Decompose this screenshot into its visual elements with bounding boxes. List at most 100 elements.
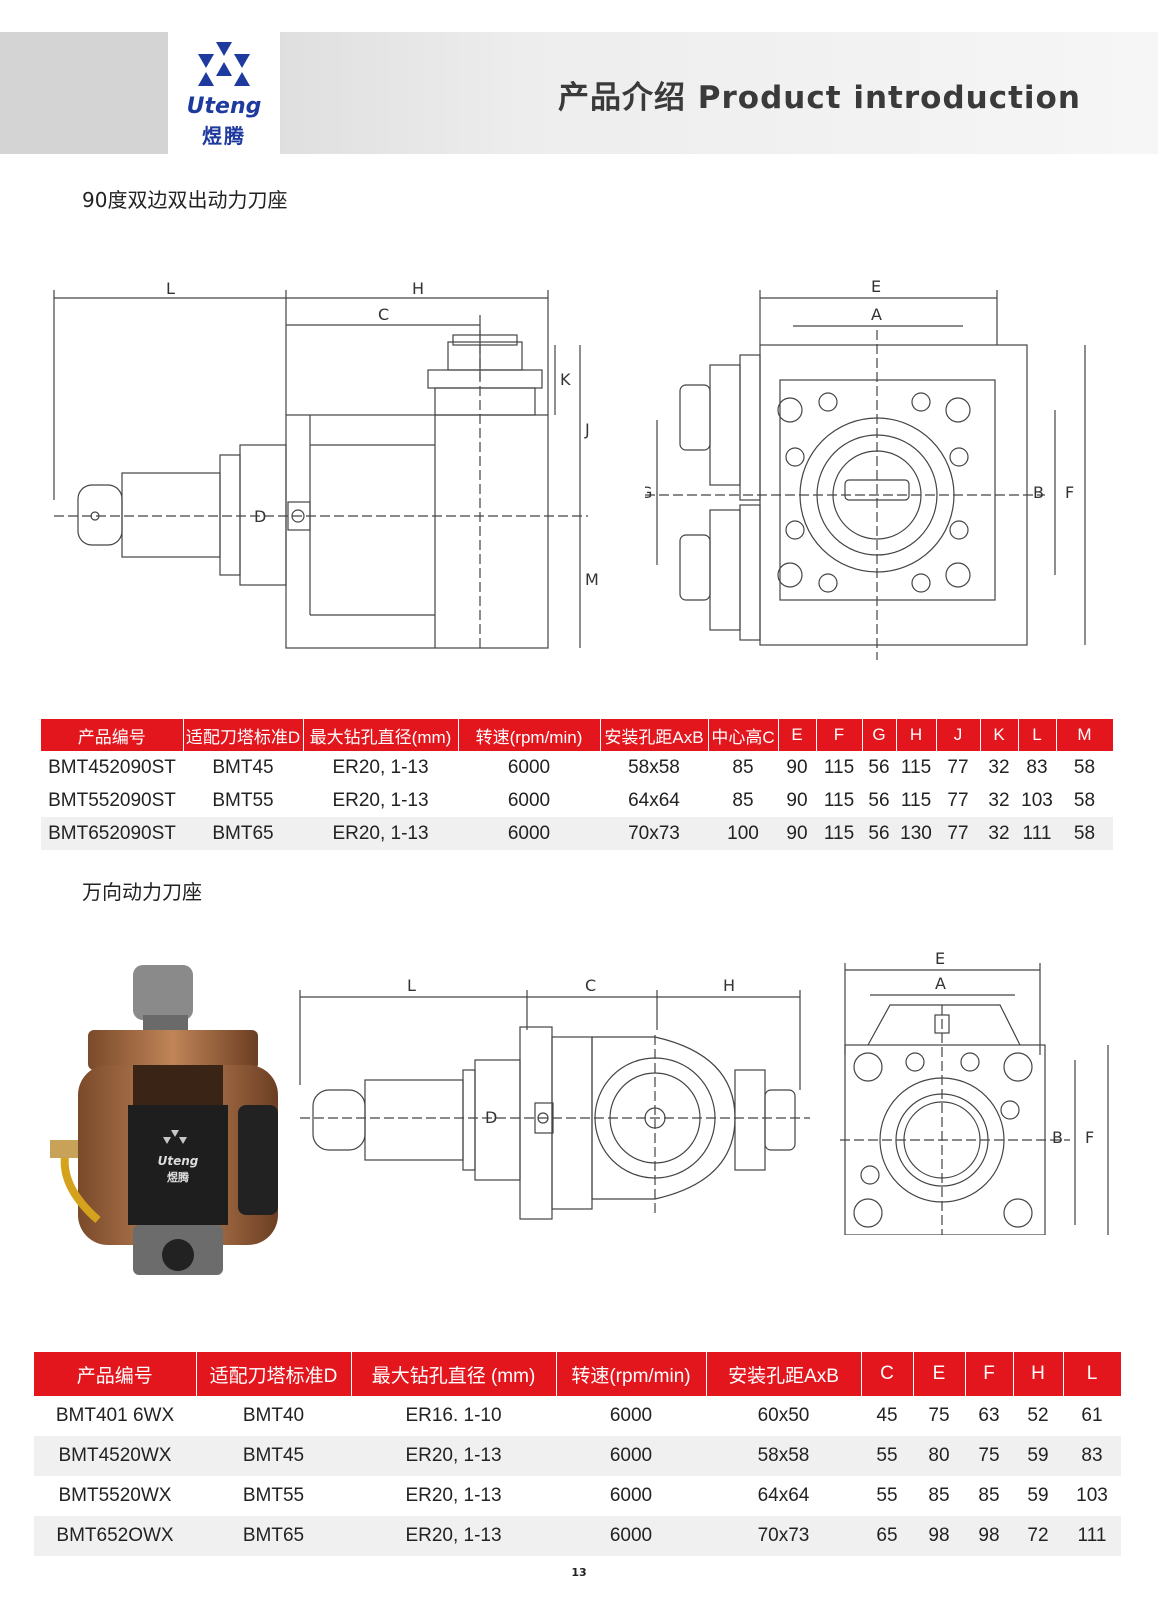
- table-cell: 56: [862, 817, 896, 850]
- table-cell: 98: [913, 1516, 965, 1556]
- table-cell: BMT45: [196, 1436, 351, 1476]
- table-cell: 45: [861, 1396, 913, 1436]
- column-header: H: [1013, 1352, 1064, 1396]
- table-cell: 90: [778, 751, 816, 784]
- table-cell: 56: [862, 784, 896, 817]
- table-cell: 70x73: [706, 1516, 861, 1556]
- table-cell: 70x73: [600, 817, 708, 850]
- table-cell: ER20, 1-13: [351, 1436, 556, 1476]
- photo-brand: Uteng: [158, 1154, 199, 1168]
- table-cell: 80: [913, 1436, 965, 1476]
- dim-label-D2: D: [485, 1108, 497, 1127]
- table-cell: 32: [980, 817, 1018, 850]
- table-cell: 55: [861, 1436, 913, 1476]
- column-header: 适配刀塔标准D: [196, 1352, 352, 1396]
- table-row: BMT552090ST BMT55 ER20, 1-13 6000 64x64 …: [41, 784, 1113, 817]
- dim-label-L: L: [166, 279, 175, 298]
- table-cell: 103: [1063, 1476, 1121, 1516]
- table-cell: 111: [1063, 1516, 1121, 1556]
- section1-spec-table: 产品编号 适配刀塔标准D 最大钻孔直径(mm) 转速(rpm/min) 安装孔距…: [41, 719, 1114, 850]
- column-header: 最大钻孔直径 (mm): [351, 1352, 557, 1396]
- table-cell: 85: [708, 751, 778, 784]
- column-header: F: [965, 1352, 1014, 1396]
- logo-brand-cn: 煜腾: [202, 124, 246, 148]
- dim-label-E2: E: [935, 949, 945, 968]
- table-cell: BMT40: [196, 1396, 351, 1436]
- dim-label-A2: A: [935, 974, 946, 993]
- column-header: 中心高C: [708, 719, 779, 751]
- table-cell: 98: [965, 1516, 1013, 1556]
- header-left-block: [0, 32, 168, 154]
- table-row: BMT5520WX BMT55 ER20, 1-13 6000 64x64 55…: [34, 1476, 1121, 1516]
- table-cell: 32: [980, 784, 1018, 817]
- table-cell: BMT552090ST: [41, 784, 183, 817]
- column-header: M: [1056, 719, 1114, 751]
- table-cell: BMT55: [183, 784, 303, 817]
- table-cell: 65: [861, 1516, 913, 1556]
- dim-label-G: G: [645, 483, 652, 502]
- table-cell: 6000: [556, 1476, 706, 1516]
- section1-side-drawing: L H C K J M D: [53, 279, 599, 649]
- table-cell: 6000: [458, 784, 600, 817]
- dim-label-F2: F: [1085, 1128, 1094, 1147]
- column-header: F: [816, 719, 863, 751]
- table-cell: BMT652090ST: [41, 817, 183, 850]
- table-cell: BMT55: [196, 1476, 351, 1516]
- dim-label-E: E: [871, 277, 881, 296]
- column-header: 最大钻孔直径(mm): [303, 719, 459, 751]
- logo-mark-icon: [198, 42, 250, 86]
- column-header: K: [980, 719, 1019, 751]
- dim-label-M: M: [585, 570, 599, 589]
- table-cell: 60x50: [706, 1396, 861, 1436]
- table-cell: ER20, 1-13: [303, 817, 458, 850]
- table-cell: 32: [980, 751, 1018, 784]
- column-header: 转速(rpm/min): [458, 719, 601, 751]
- dim-label-C2: C: [585, 976, 596, 995]
- table-cell: 6000: [458, 751, 600, 784]
- table-cell: 59: [1013, 1476, 1063, 1516]
- column-header: 适配刀塔标准D: [183, 719, 304, 751]
- table-cell: 72: [1013, 1516, 1063, 1556]
- column-header: 产品编号: [41, 719, 184, 751]
- dim-label-B2: B: [1052, 1128, 1063, 1147]
- dim-label-J: J: [584, 420, 590, 439]
- table-cell: 63: [965, 1396, 1013, 1436]
- column-header: G: [862, 719, 897, 751]
- table-cell: 77: [936, 751, 980, 784]
- section2-front-drawing: E A B F: [840, 949, 1109, 1235]
- table-cell: 59: [1013, 1436, 1063, 1476]
- page-title: 产品介绍 Product introduction: [558, 80, 1081, 116]
- table-cell: 52: [1013, 1396, 1063, 1436]
- table-cell: 58x58: [706, 1436, 861, 1476]
- table-cell: 6000: [556, 1396, 706, 1436]
- table-row: BMT4520WX BMT45 ER20, 1-13 6000 58x58 55…: [34, 1436, 1121, 1476]
- column-header: L: [1063, 1352, 1122, 1396]
- table-cell: 100: [708, 817, 778, 850]
- table-cell: 75: [965, 1436, 1013, 1476]
- table-cell: 58: [1056, 784, 1113, 817]
- table-cell: 64x64: [706, 1476, 861, 1516]
- section2-spec-table: 产品编号 适配刀塔标准D 最大钻孔直径 (mm) 转速(rpm/min) 安装孔…: [34, 1352, 1122, 1556]
- dim-label-D: D: [254, 507, 266, 526]
- table-row: BMT401 6WX BMT40 ER16. 1-10 6000 60x50 4…: [34, 1396, 1121, 1436]
- logo: Uteng 煜腾: [168, 32, 280, 154]
- dim-label-B: B: [1033, 483, 1044, 502]
- column-header: 产品编号: [34, 1352, 197, 1396]
- column-header: H: [896, 719, 937, 751]
- column-header: 安装孔距AxB: [706, 1352, 862, 1396]
- table-header-row: 产品编号 适配刀塔标准D 最大钻孔直径 (mm) 转速(rpm/min) 安装孔…: [34, 1352, 1122, 1396]
- table-cell: 85: [708, 784, 778, 817]
- section1-front-drawing: E A G B F: [645, 277, 1086, 660]
- table-cell: 115: [816, 751, 862, 784]
- table-cell: 56: [862, 751, 896, 784]
- dim-label-F: F: [1065, 483, 1074, 502]
- table-cell: ER20, 1-13: [303, 784, 458, 817]
- table-cell: 6000: [556, 1436, 706, 1476]
- dim-label-L2: L: [407, 976, 416, 995]
- table-cell: 85: [913, 1476, 965, 1516]
- table-header-row: 产品编号 适配刀塔标准D 最大钻孔直径(mm) 转速(rpm/min) 安装孔距…: [41, 719, 1114, 751]
- table-cell: 115: [896, 751, 936, 784]
- dim-label-H: H: [412, 279, 424, 298]
- dim-label-A: A: [871, 305, 882, 324]
- table-cell: 90: [778, 784, 816, 817]
